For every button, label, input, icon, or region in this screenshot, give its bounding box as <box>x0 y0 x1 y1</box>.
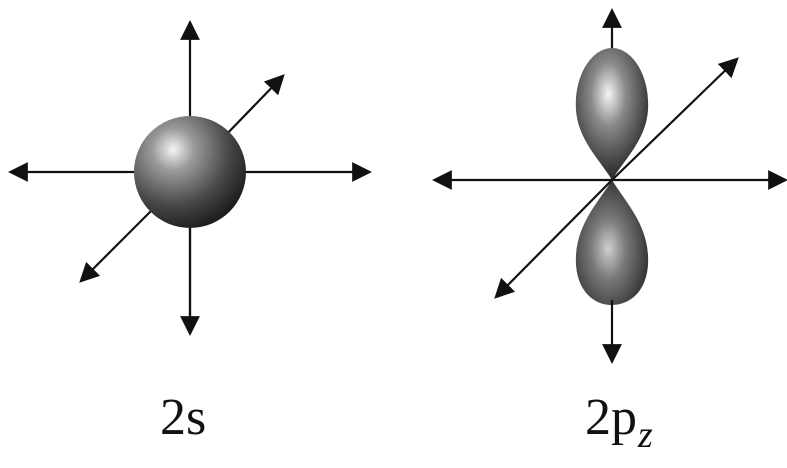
pz-orbital-label: 2pz <box>585 389 653 455</box>
pz-lobe-top <box>575 48 649 180</box>
s-sphere <box>134 116 246 228</box>
pz-orbital-label-subscript: z <box>638 414 653 456</box>
pz-orbital-label-main: 2p <box>585 389 637 446</box>
s-orbital <box>8 20 372 336</box>
pz-orbital <box>432 8 787 364</box>
pz-lobe-bottom <box>575 180 649 305</box>
pz-axis-diagonal-down <box>494 179 613 299</box>
pz-axis-diagonal-up <box>611 57 739 181</box>
s-orbital-label: 2s <box>160 389 207 446</box>
